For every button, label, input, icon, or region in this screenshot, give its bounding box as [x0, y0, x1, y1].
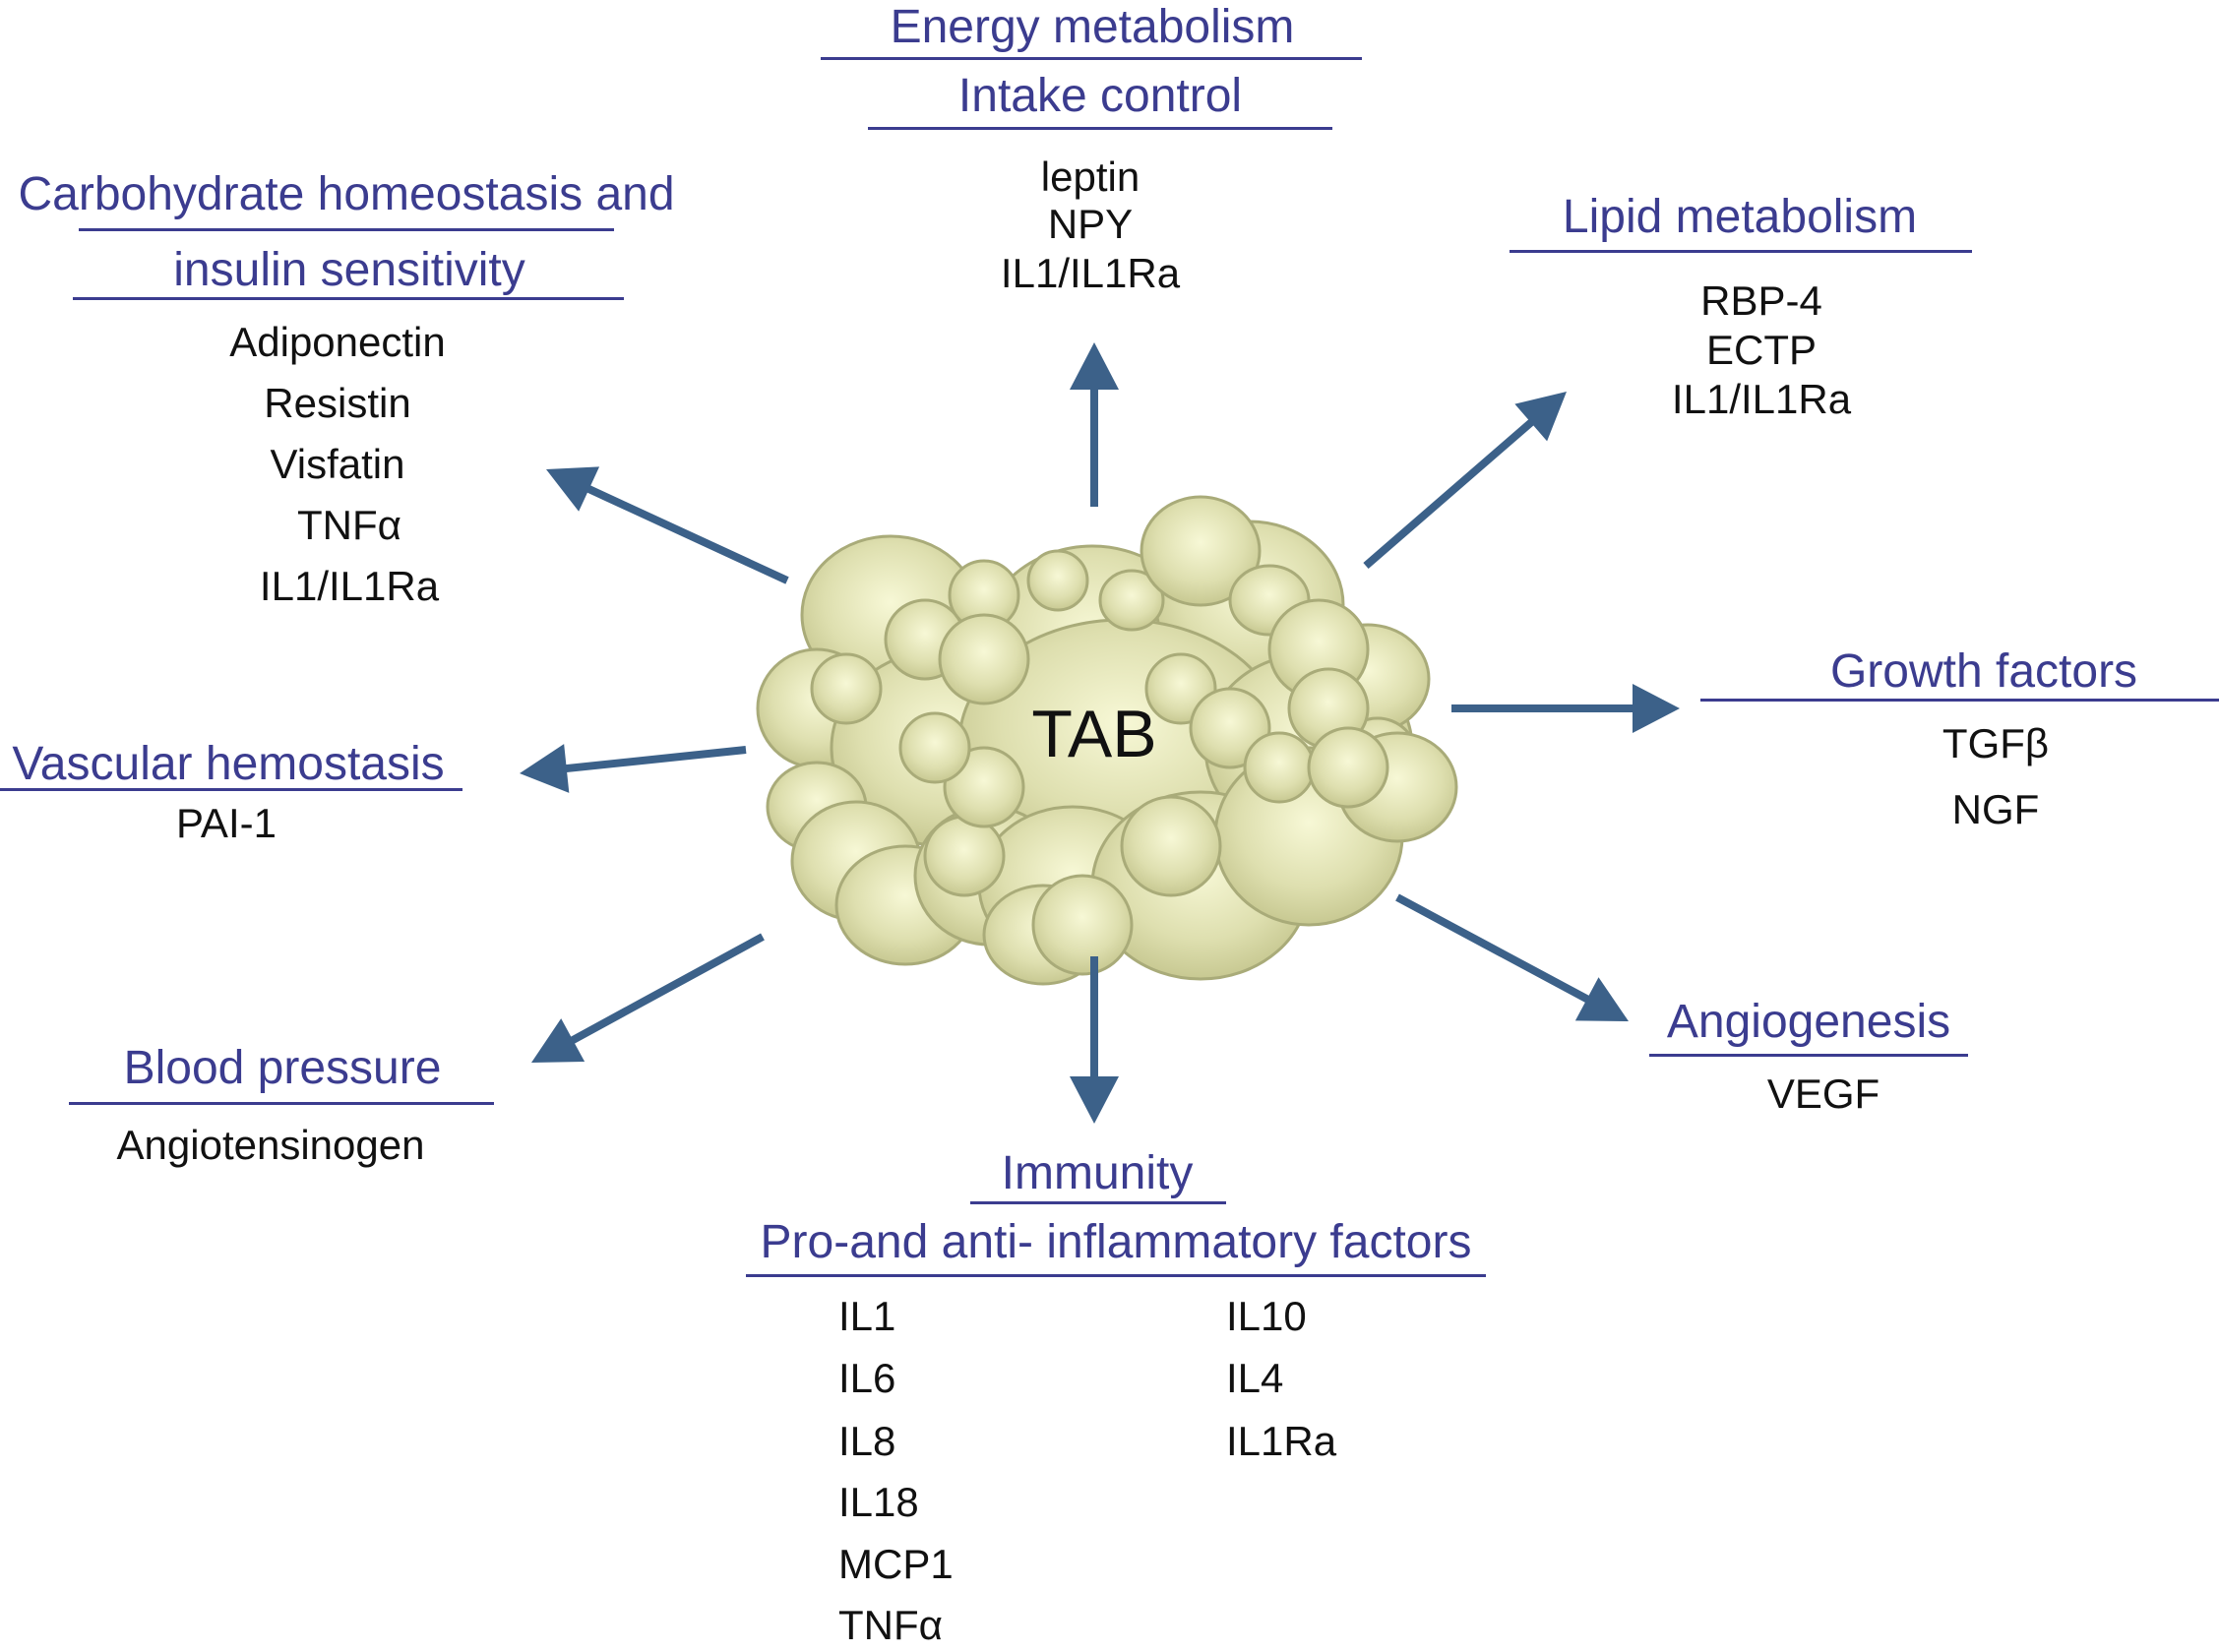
inflammatory-factors-rule — [746, 1274, 1486, 1277]
fat-cell — [1307, 726, 1389, 809]
fat-cell — [1098, 569, 1165, 632]
fat-cell — [1026, 549, 1089, 612]
carbohydrate-item: IL1/IL1Ra — [259, 563, 440, 609]
carbohydrate-item: Resistin — [264, 380, 411, 426]
immunity-item-pro: TNFα — [838, 1602, 943, 1648]
blood-pressure-rule — [69, 1102, 494, 1105]
vascular-item: PAI-1 — [176, 800, 277, 846]
arrow-to-growth-factors — [1451, 684, 1680, 733]
arrow-to-lipid-metabolism — [1363, 392, 1567, 570]
angiogenesis-heading: Angiogenesis — [1666, 996, 1951, 1048]
blood-pressure-heading: Blood pressure — [123, 1042, 442, 1094]
arrow-head — [1633, 684, 1680, 733]
immunity-item-pro: IL18 — [838, 1479, 919, 1525]
lipid-metabolism-heading: Lipid metabolism — [1562, 191, 1918, 243]
energy-metabolism-rule — [821, 57, 1362, 60]
fat-cell — [938, 613, 1030, 705]
arrow-to-vascular-hemostasis — [520, 744, 747, 793]
lipid-item: ECTP — [1705, 327, 1818, 373]
arrow-shaft — [1363, 416, 1537, 570]
blood-pressure-item: Angiotensinogen — [116, 1122, 425, 1168]
lipid-item: RBP-4 — [1700, 277, 1822, 324]
immunity-item-pro: IL1 — [838, 1293, 896, 1339]
energy-item: IL1/IL1Ra — [1000, 250, 1181, 296]
energy-metabolism-heading: Energy metabolism — [890, 1, 1295, 53]
arrow-shaft — [584, 483, 789, 584]
carbohydrate-item: Adiponectin — [229, 319, 446, 365]
immunity-item-anti: IL1Ra — [1226, 1418, 1337, 1464]
lipid-metabolism-rule — [1510, 250, 1972, 253]
insulin-sensitivity-rule — [73, 297, 624, 300]
tab-center-label: TAB — [1031, 697, 1157, 771]
arrow-to-carbohydrate-homeostasis — [546, 466, 789, 584]
fat-cell — [810, 652, 883, 725]
angiogenesis-rule — [1649, 1054, 1968, 1057]
vascular-hemostasis-rule — [0, 788, 462, 791]
immunity-heading: Immunity — [1001, 1147, 1194, 1199]
growth-factors-heading: Growth factors — [1829, 645, 2138, 698]
arrow-head — [546, 466, 600, 512]
energy-item: NPY — [1047, 201, 1134, 247]
fat-cell — [1140, 495, 1262, 607]
intake-control-rule — [868, 127, 1332, 130]
angiogenesis-item: VEGF — [1766, 1071, 1880, 1117]
carbohydrate-heading: Carbohydrate homeostasis and — [18, 168, 675, 220]
arrow-shaft — [1395, 893, 1593, 1005]
immunity-item-pro: IL6 — [838, 1355, 896, 1401]
arrow-shaft — [567, 933, 765, 1046]
arrow-to-blood-pressure — [531, 933, 765, 1063]
growth-factors-rule — [1700, 699, 2219, 702]
inflammatory-factors-heading: Pro-and anti- inflammatory factors — [760, 1216, 1472, 1268]
carbohydrate-rule — [79, 228, 614, 231]
arrow-head — [1514, 392, 1567, 442]
arrow-to-angiogenesis — [1395, 893, 1629, 1021]
adipose-tissue-cluster — [756, 495, 1458, 986]
arrow-to-immunity — [1070, 956, 1119, 1124]
fat-cell — [1243, 731, 1316, 804]
immunity-item-anti: IL10 — [1226, 1293, 1307, 1339]
arrow-head — [1070, 1076, 1119, 1124]
carbohydrate-item: Visfatin — [270, 441, 405, 487]
intake-control-heading: Intake control — [957, 70, 1243, 122]
arrow-head — [1070, 342, 1119, 390]
arrow-head — [531, 1018, 586, 1063]
fat-cell — [1031, 874, 1134, 976]
arrow-head — [1574, 977, 1629, 1021]
fat-cell — [898, 711, 971, 784]
energy-item: leptin — [1040, 153, 1140, 200]
growth-item: TGFβ — [1942, 720, 2050, 766]
arrows-group — [520, 342, 1680, 1124]
carbohydrate-item: TNFα — [297, 502, 401, 548]
arrow-head — [520, 744, 570, 793]
immunity-item-pro: MCP1 — [838, 1541, 954, 1587]
immunity-item-anti: IL4 — [1226, 1355, 1284, 1401]
growth-item: NGF — [1951, 786, 2040, 832]
vascular-hemostasis-heading: Vascular hemostasis — [12, 738, 445, 790]
lipid-item: IL1/IL1Ra — [1671, 376, 1852, 422]
arrow-shaft — [562, 746, 747, 773]
immunity-rule — [970, 1201, 1226, 1204]
fat-cell — [923, 815, 1006, 897]
immunity-item-pro: IL8 — [838, 1418, 896, 1464]
arrow-to-energy-metabolism — [1070, 342, 1119, 507]
insulin-sensitivity-heading: insulin sensitivity — [173, 244, 525, 296]
fat-cell — [1120, 795, 1222, 897]
